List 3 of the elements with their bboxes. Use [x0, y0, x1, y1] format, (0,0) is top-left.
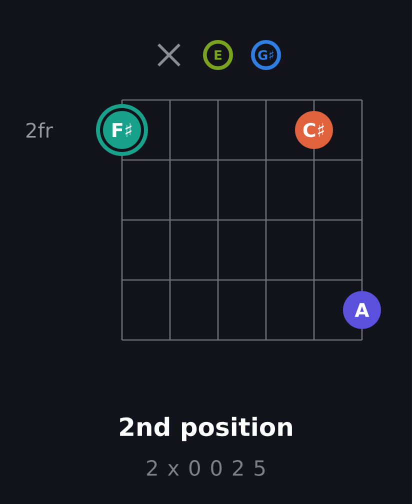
chord-title: 2nd position	[120, 416, 292, 442]
fret-number: 2fr	[26, 122, 53, 138]
fingering-caption: 2 x 0 0 2 5	[147, 460, 265, 476]
